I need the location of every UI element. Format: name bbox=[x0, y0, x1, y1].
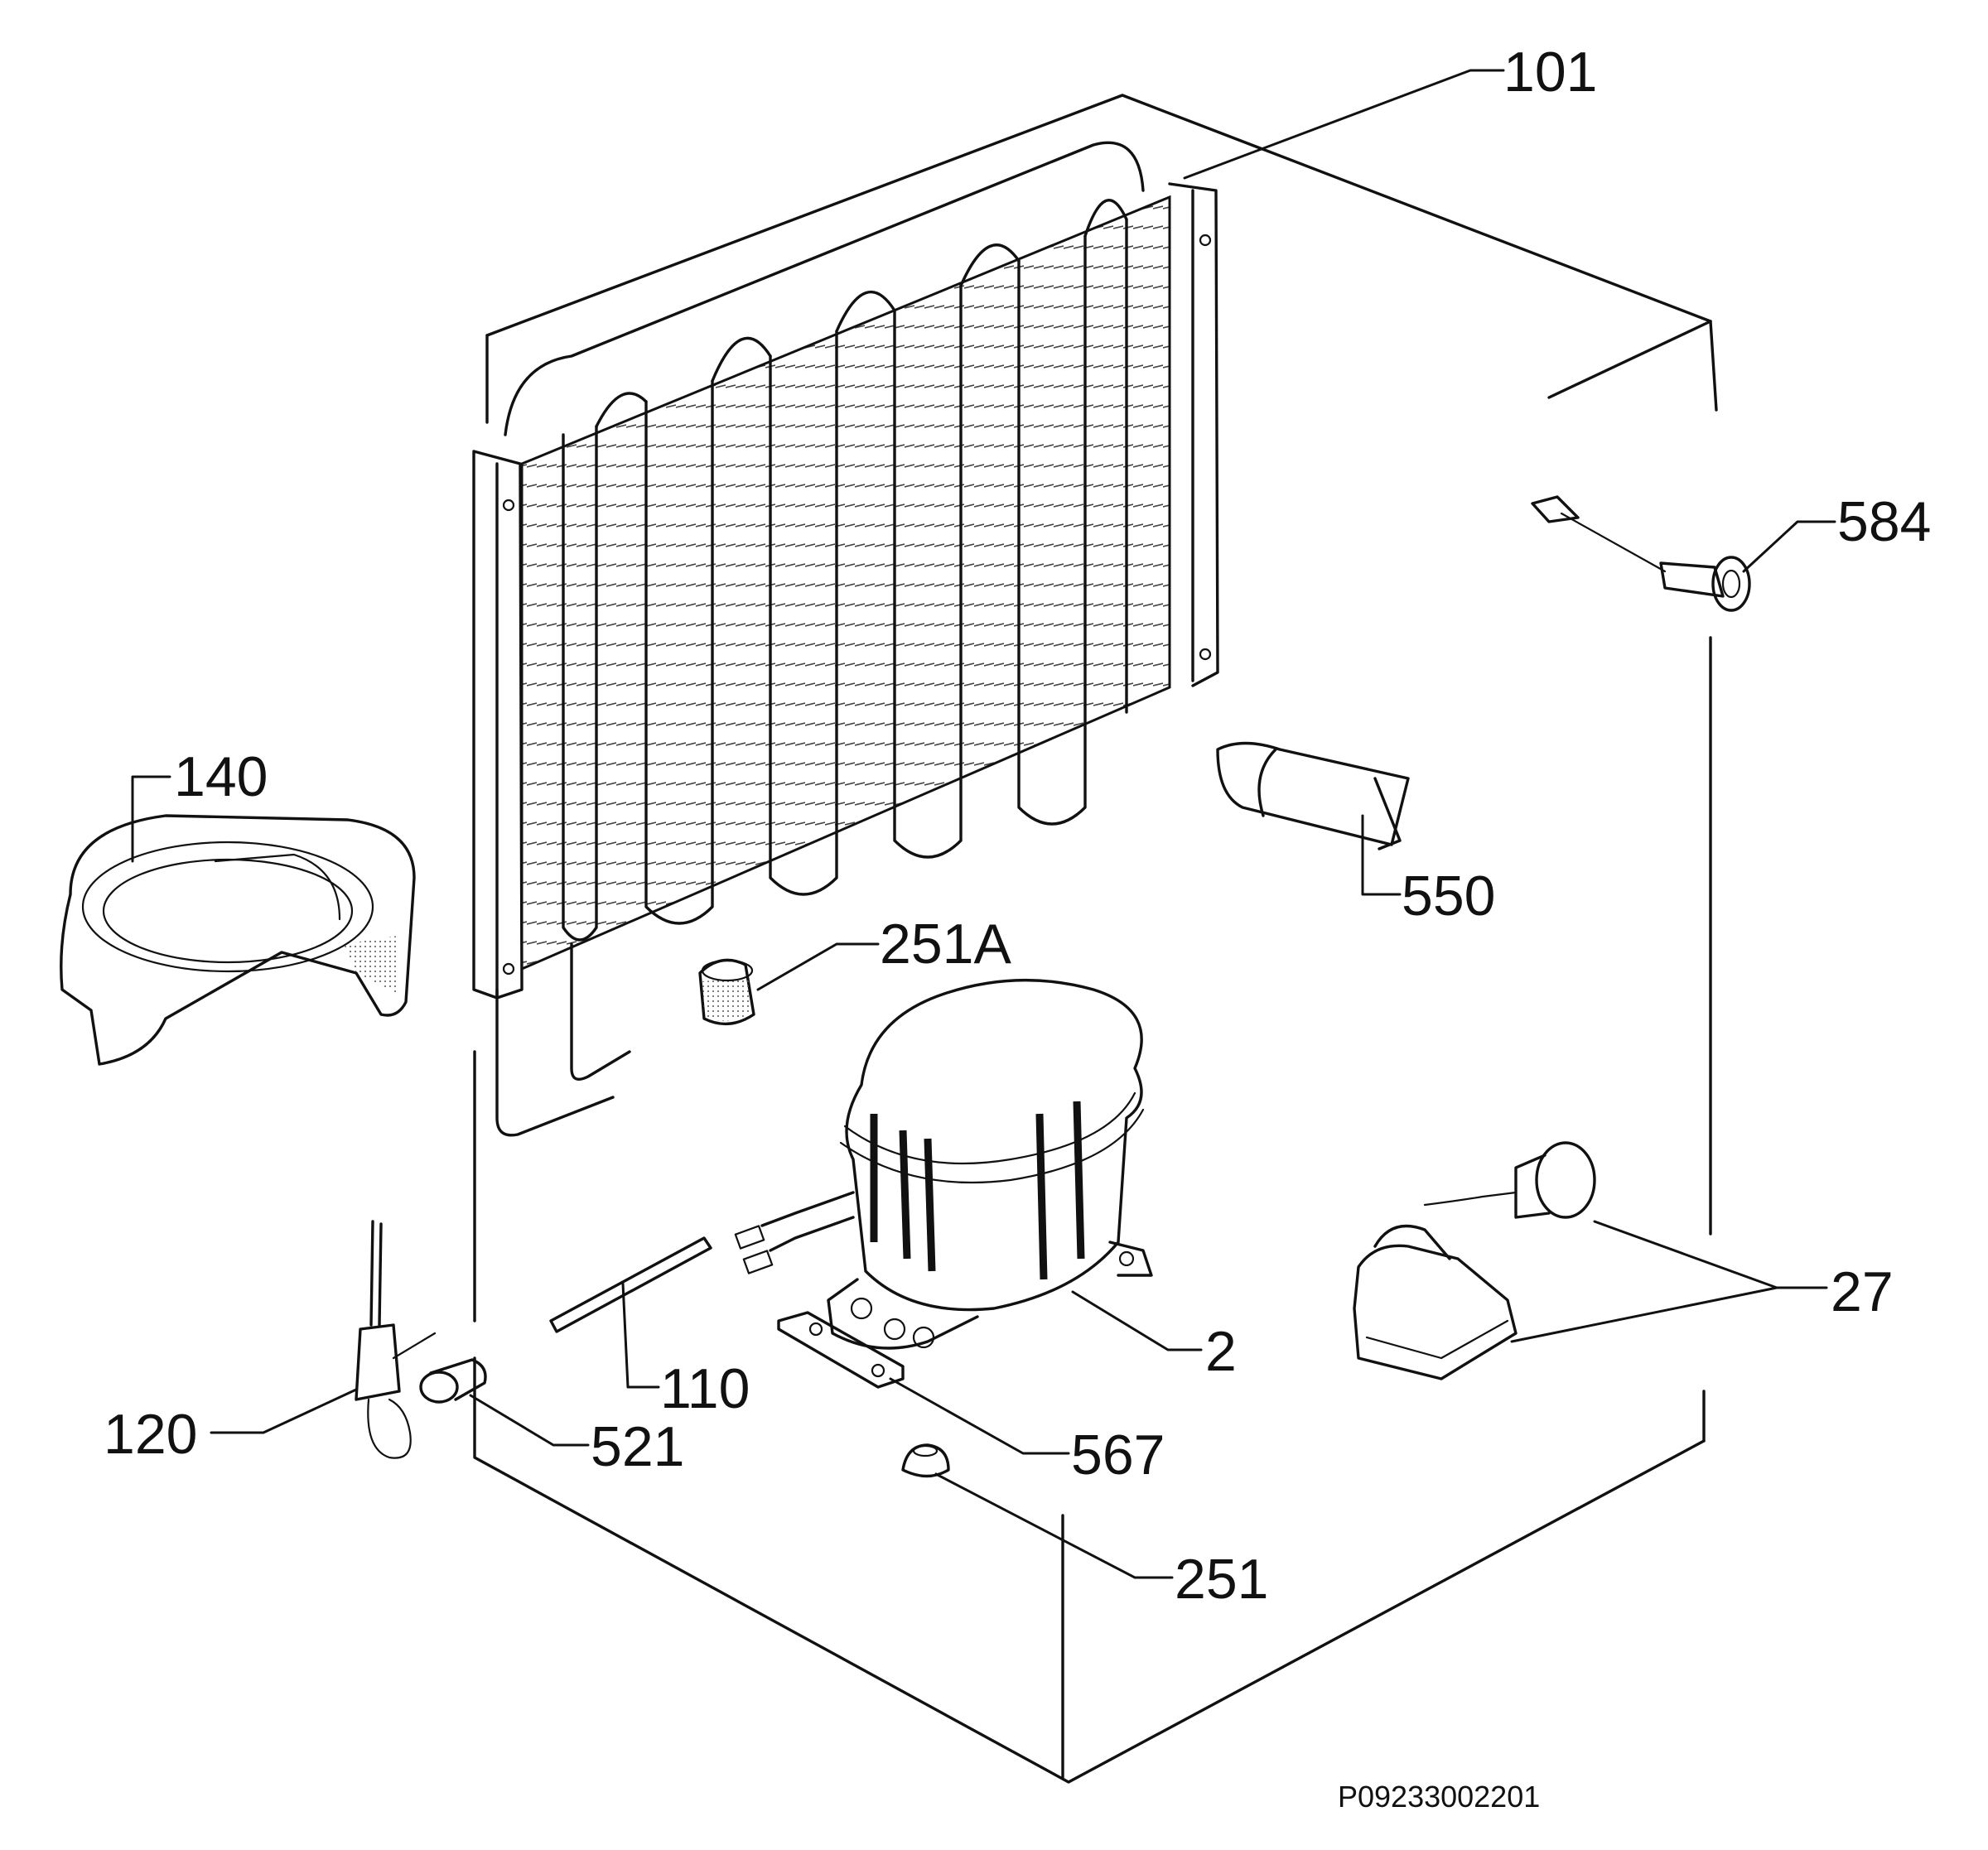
tube-110 bbox=[549, 1236, 712, 1333]
connector-120 bbox=[355, 1220, 437, 1459]
drawing-code: P09233002201 bbox=[1338, 1780, 1540, 1814]
label-27: 27 bbox=[1831, 1260, 1894, 1323]
grommet-251 bbox=[901, 1443, 950, 1478]
label-120: 120 bbox=[104, 1403, 197, 1466]
label-567: 567 bbox=[1071, 1424, 1165, 1486]
drier-clip-550 bbox=[1216, 741, 1410, 850]
leader-lines bbox=[131, 69, 1836, 1579]
label-550: 550 bbox=[1402, 865, 1495, 927]
mounting-plate-567 bbox=[777, 1311, 905, 1389]
label-2: 2 bbox=[1205, 1320, 1237, 1383]
compressor-2 bbox=[734, 978, 1153, 1350]
label-584: 584 bbox=[1837, 490, 1931, 553]
label-101: 101 bbox=[1503, 41, 1597, 104]
relay-27 bbox=[1353, 1141, 1596, 1380]
plug-521 bbox=[419, 1358, 487, 1404]
label-140: 140 bbox=[174, 745, 268, 808]
grommet-251a bbox=[698, 958, 755, 1026]
lamp-holder-584 bbox=[1531, 495, 1751, 612]
label-521: 521 bbox=[591, 1415, 684, 1478]
condenser-101 bbox=[472, 141, 1219, 1137]
label-251: 251 bbox=[1175, 1548, 1268, 1611]
callout-labels: 101 584 140 550 251A 27 2 110 120 521 56… bbox=[104, 41, 1931, 1611]
label-251a: 251A bbox=[880, 913, 1011, 976]
drip-tray-140 bbox=[60, 814, 416, 1066]
cabinet-outline bbox=[473, 94, 1718, 1784]
label-110: 110 bbox=[660, 1357, 750, 1420]
